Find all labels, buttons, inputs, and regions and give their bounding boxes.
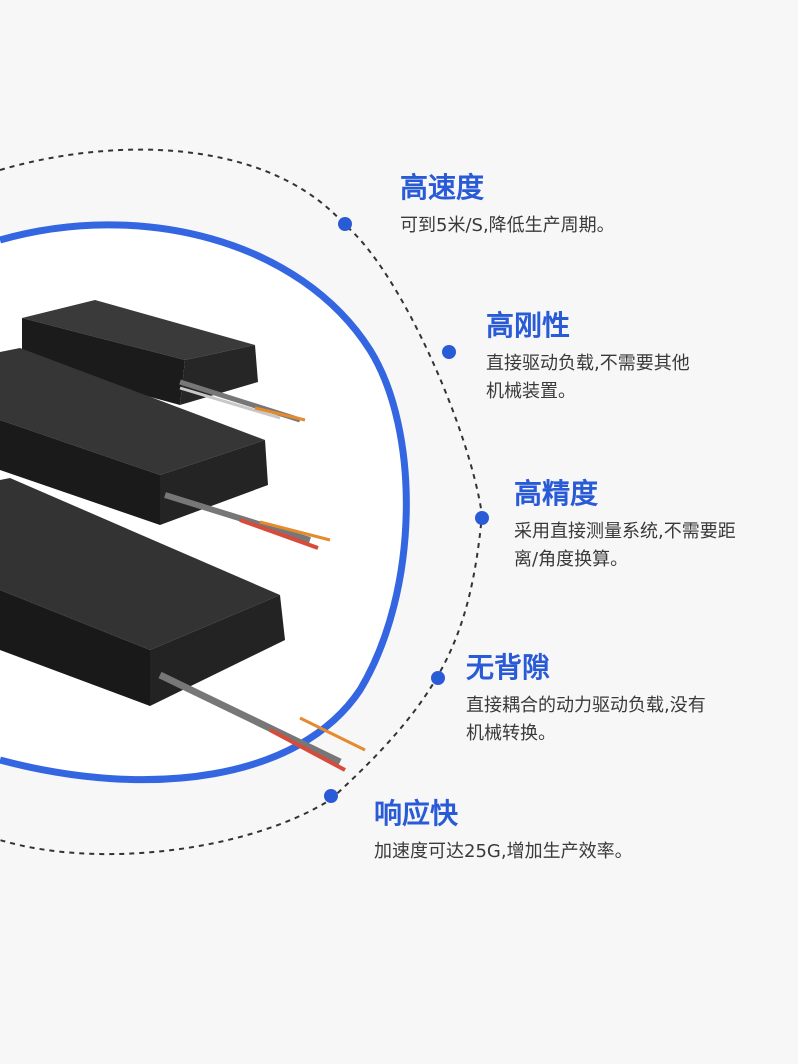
orbit-dot-4: [431, 671, 445, 685]
linear-motor-module-2: [0, 348, 331, 550]
feature-high-precision: 高精度 采用直接测量系统,不需要距 离/角度换算。: [514, 476, 794, 574]
orbit-dot-3: [475, 511, 489, 525]
feature-description: 采用直接测量系统,不需要距 离/角度换算。: [514, 521, 736, 570]
feature-description: 直接耦合的动力驱动负载,没有 机械转换。: [466, 695, 706, 744]
feature-title: 高速度: [400, 171, 485, 204]
feature-no-backlash: 无背隙 直接耦合的动力驱动负载,没有 机械转换。: [466, 650, 776, 748]
feature-description: 加速度可达25G,增加生产效率。: [374, 841, 633, 862]
orbit-dot-1: [338, 217, 352, 231]
feature-description: 直接驱动负载,不需要其他 机械装置。: [486, 353, 690, 402]
feature-title: 高刚性: [486, 309, 571, 342]
feature-description: 可到5米/S,降低生产周期。: [400, 215, 615, 236]
feature-title: 响应快: [374, 797, 459, 830]
feature-title: 高精度: [514, 477, 599, 510]
feature-title: 无背隙: [466, 651, 551, 684]
linear-motor-module-3: [0, 478, 366, 772]
feature-fast-response: 响应快 加速度可达25G,增加生产效率。: [374, 796, 633, 866]
linear-motor-module-1: [22, 300, 306, 423]
orbit-dot-2: [442, 345, 456, 359]
feature-high-speed: 高速度 可到5米/S,降低生产周期。: [400, 170, 615, 240]
feature-high-rigidity: 高刚性 直接驱动负载,不需要其他 机械装置。: [486, 308, 776, 406]
orbit-dot-5: [324, 789, 338, 803]
